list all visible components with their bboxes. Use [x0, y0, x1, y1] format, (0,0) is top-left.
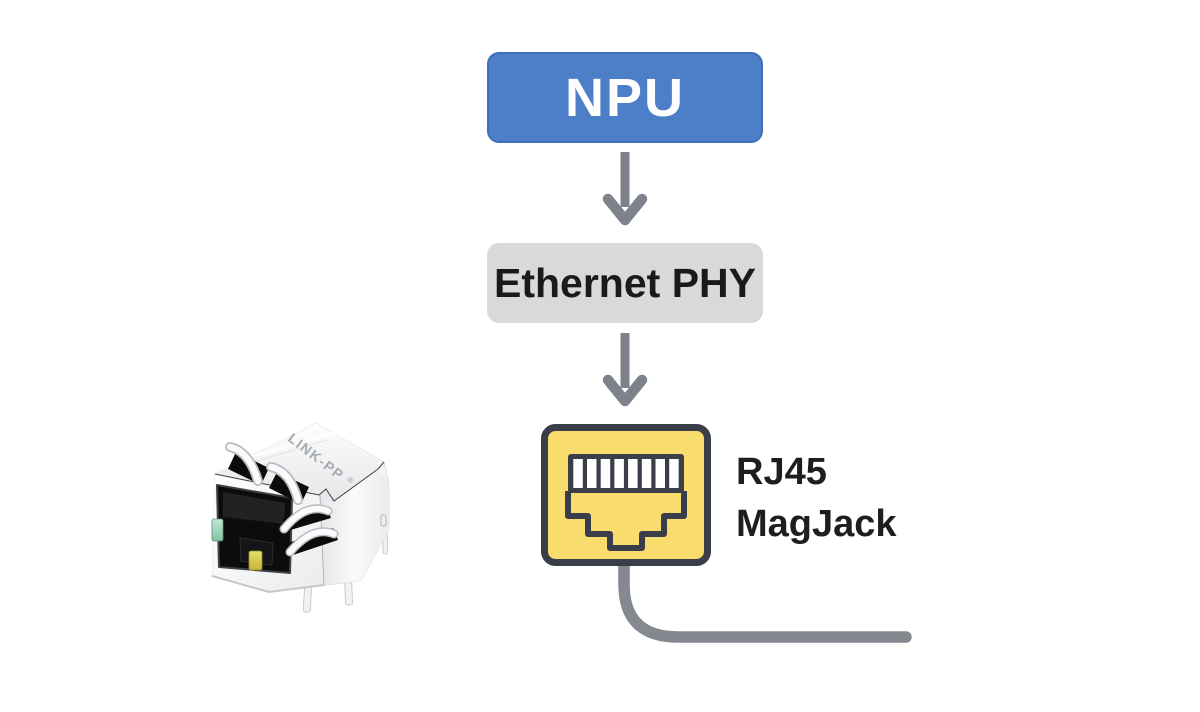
rj45-port-opening — [216, 484, 293, 574]
rj45-pin-contacts — [568, 454, 684, 493]
rj45-label-line2: MagJack — [736, 503, 897, 545]
latch-hole — [380, 514, 387, 527]
rj45-jack-outline — [565, 491, 687, 551]
ethernet-phy-label: Ethernet PHY — [494, 259, 756, 306]
ethernet-phy-node: Ethernet PHY — [487, 243, 763, 323]
npu-node: NPU — [487, 52, 763, 143]
magjack-photo: LINK-PP ® — [211, 422, 390, 613]
emi-finger-slots-right — [279, 504, 339, 557]
ethernet-cable — [618, 560, 912, 643]
rj45-port-icon — [541, 424, 711, 566]
npu-label: NPU — [564, 67, 685, 128]
down-arrow-icon — [602, 152, 648, 226]
led-yellow — [248, 550, 263, 571]
rj45-magjack-label: RJ45 MagJack — [736, 446, 897, 550]
led-green — [211, 518, 224, 542]
emi-finger-slots-top — [225, 442, 309, 505]
rj45-label-line1: RJ45 — [736, 451, 827, 493]
down-arrow-icon — [602, 333, 648, 407]
